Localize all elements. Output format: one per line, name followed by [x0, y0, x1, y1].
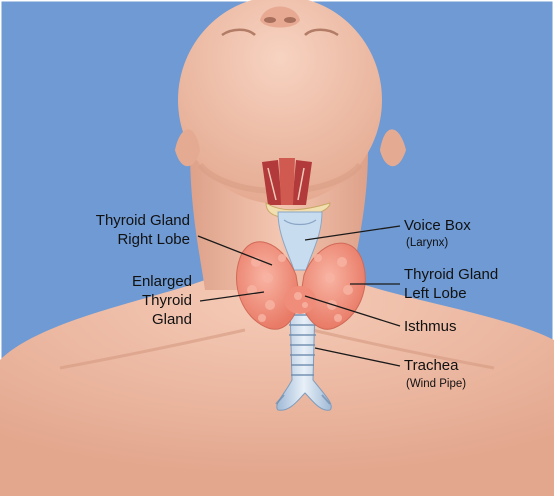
label-voice-box: Voice Box — [404, 217, 471, 234]
neck-muscles — [262, 158, 312, 205]
thyroid-isthmus — [284, 286, 316, 314]
label-trachea: Trachea — [404, 357, 459, 374]
label-voice-box-sub: (Larynx) — [406, 237, 448, 249]
label-trachea-sub: (Wind Pipe) — [406, 378, 466, 390]
label-left-lobe-line2: Left Lobe — [404, 285, 467, 302]
nostril-left — [284, 17, 296, 23]
label-isthmus: Isthmus — [404, 318, 457, 335]
nostril-right — [264, 17, 276, 23]
label-left-lobe-line1: Thyroid Gland — [404, 266, 498, 283]
label-right-lobe-line2: Right Lobe — [117, 231, 190, 248]
label-enlarged-line2: Thyroid — [142, 292, 192, 309]
label-right-lobe-line1: Thyroid Gland — [96, 212, 190, 229]
label-enlarged-line3: Gland — [152, 311, 192, 328]
label-enlarged-line1: Enlarged — [132, 273, 192, 290]
